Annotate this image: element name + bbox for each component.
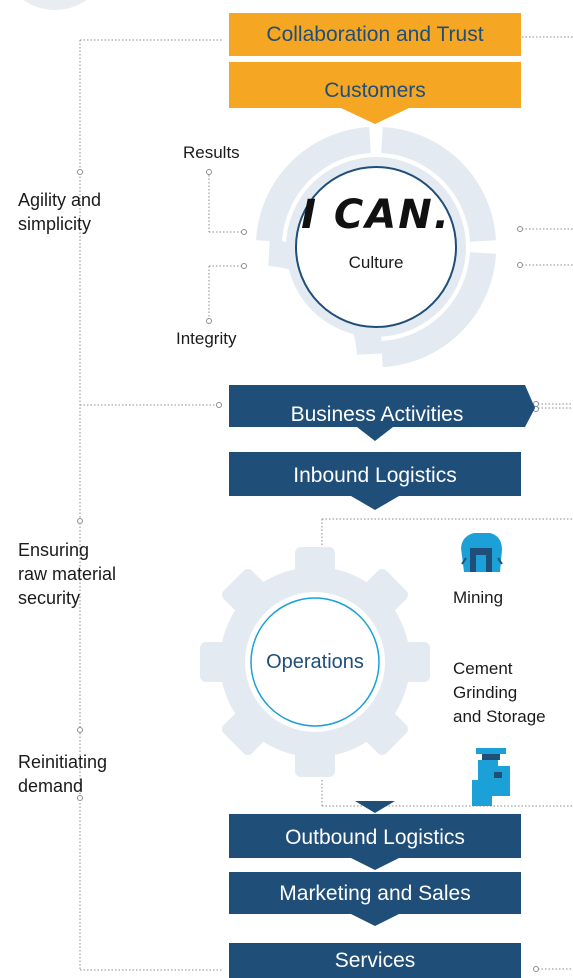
marketing-sales-bar xyxy=(229,872,521,926)
customers-bar xyxy=(229,62,521,124)
results-label: Results xyxy=(183,143,240,162)
decorative-circle xyxy=(0,0,110,10)
culture-ring xyxy=(256,127,496,367)
customers-label: Customers xyxy=(324,79,426,102)
mining-label: Mining xyxy=(453,588,504,607)
collaboration-trust-bar: Collaboration and Trust xyxy=(229,13,521,56)
outbound-logistics-bar xyxy=(229,814,521,870)
agility-simplicity-label: Agility and simplicity xyxy=(18,190,102,234)
inbound-logistics-bar xyxy=(229,452,521,510)
integrity-label: Integrity xyxy=(176,329,237,348)
operations-label: Operations xyxy=(266,651,364,673)
culture-label: Culture xyxy=(348,253,404,272)
services-bar: Services xyxy=(229,943,521,978)
cement-grinding-label: Cement Grinding and Storage xyxy=(453,659,546,726)
inbound-logistics-label: Inbound Logistics xyxy=(293,464,457,487)
business-activities-label: Business Activities xyxy=(290,403,464,426)
reinitiating-demand-label: Reinitiating demand xyxy=(18,752,108,796)
i-can-brand-mark: I CAN. xyxy=(301,192,451,238)
outbound-logistics-label: Outbound Logistics xyxy=(285,826,465,849)
collaboration-trust-label: Collaboration and Trust xyxy=(266,23,484,46)
flow-arrow xyxy=(355,801,395,813)
operations-gear xyxy=(200,547,430,777)
marketing-sales-label: Marketing and Sales xyxy=(279,882,471,905)
mining-icon xyxy=(461,533,503,572)
cement-grinding-icon xyxy=(472,748,510,806)
raw-material-security-label: Ensuring raw material security xyxy=(18,540,117,608)
services-label: Services xyxy=(334,949,416,972)
business-activities-bar xyxy=(229,385,535,441)
